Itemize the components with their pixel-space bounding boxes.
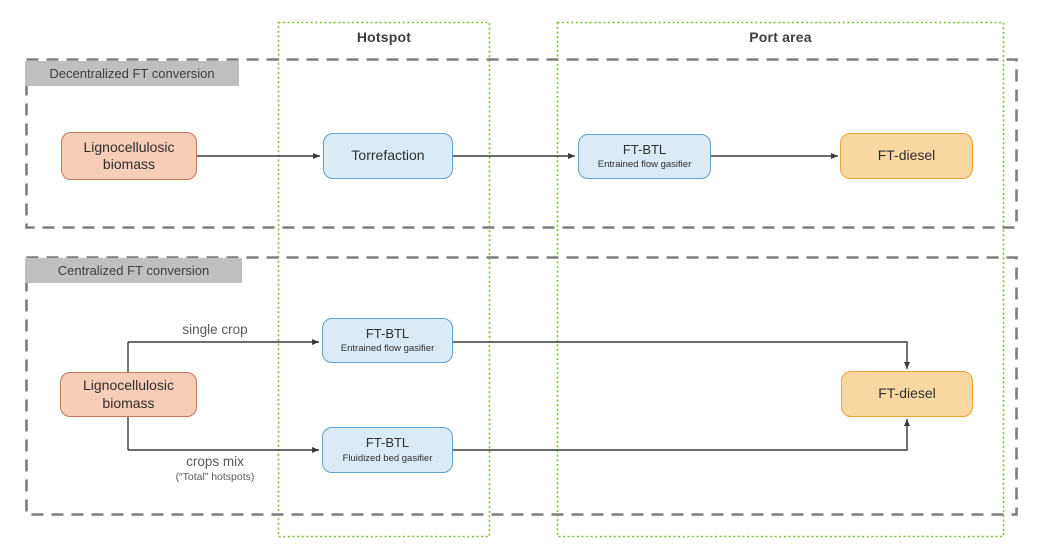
edge-label-single-crop: single crop bbox=[182, 322, 248, 337]
node-sublabel: Entrained flow gasifier bbox=[340, 343, 435, 355]
node-cen-ftbtl-fluidized: FT-BTL Fluidized bed gasifier bbox=[322, 427, 453, 473]
section-label-decentralized: Decentralized FT conversion bbox=[25, 61, 239, 86]
node-label: Lignocellulosic biomass bbox=[82, 377, 175, 411]
node-label: FT-BTL bbox=[622, 141, 667, 157]
node-cen-ftdiesel: FT-diesel bbox=[841, 371, 973, 417]
node-dec-torrefaction: Torrefaction bbox=[323, 133, 453, 179]
arrow-entrained-ftdiesel bbox=[453, 341, 910, 369]
node-label: FT-diesel bbox=[877, 147, 936, 164]
node-label: Lignocellulosic biomass bbox=[83, 138, 175, 173]
lane-title-port-area: Port area bbox=[749, 29, 812, 45]
edge-label-crops-mix-note: (“Total” hotspots) bbox=[175, 471, 255, 483]
connector-arrows bbox=[127, 153, 910, 453]
node-label: FT-BTL bbox=[365, 435, 410, 451]
port-area-lane-border bbox=[556, 21, 1005, 538]
edge-label-crops-mix: crops mix bbox=[186, 454, 244, 469]
lane-title-hotspot: Hotspot bbox=[356, 29, 412, 45]
node-label: Torrefaction bbox=[351, 147, 425, 164]
decentralized-section-border bbox=[25, 58, 1018, 229]
node-sublabel: Fluidized bed gasifier bbox=[342, 452, 433, 464]
node-dec-ftbtl-entrained: FT-BTL Entrained flow gasifier bbox=[578, 134, 711, 179]
hotspot-lane-border bbox=[277, 21, 491, 538]
node-dec-ftdiesel: FT-diesel bbox=[840, 133, 973, 179]
node-label: FT-BTL bbox=[365, 325, 410, 341]
node-cen-lignocellulosic-biomass: Lignocellulosic biomass bbox=[60, 372, 197, 417]
section-label-centralized: Centralized FT conversion bbox=[25, 258, 242, 283]
node-label: FT-diesel bbox=[878, 385, 936, 402]
node-sublabel: Entrained flow gasifier bbox=[597, 159, 692, 171]
arrow-fluidized-ftdiesel bbox=[453, 419, 910, 451]
node-cen-ftbtl-entrained: FT-BTL Entrained flow gasifier bbox=[322, 318, 453, 363]
node-dec-lignocellulosic-biomass: Lignocellulosic biomass bbox=[61, 132, 197, 180]
centralized-section-border bbox=[25, 256, 1018, 516]
